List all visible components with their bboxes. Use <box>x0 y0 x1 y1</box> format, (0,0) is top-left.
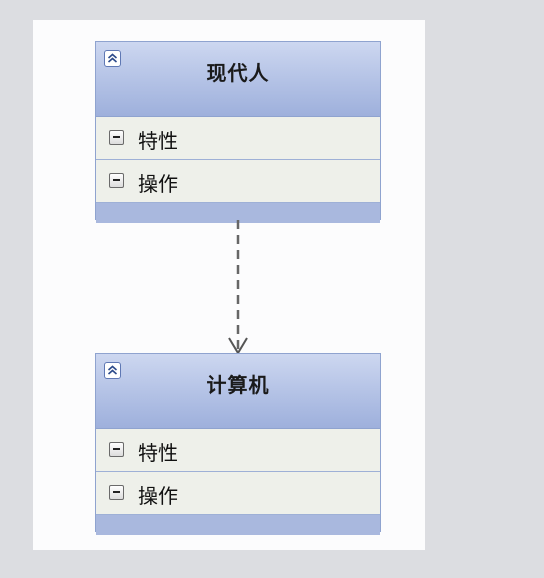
section-operations[interactable]: 操作 <box>96 160 380 203</box>
section-label: 特性 <box>138 441 178 465</box>
collapse-minus-icon[interactable] <box>109 442 124 457</box>
section-label: 操作 <box>138 172 178 196</box>
class-header: 计算机 <box>96 354 380 429</box>
section-attributes[interactable]: 特性 <box>96 429 380 472</box>
class-box-modern-person[interactable]: 现代人 特性 操作 <box>95 41 381 223</box>
chevron-double-up-icon[interactable] <box>104 50 121 67</box>
diagram-canvas: 现代人 特性 操作 计算机 特性 <box>33 20 425 550</box>
class-box-computer[interactable]: 计算机 特性 操作 <box>95 353 381 535</box>
class-footer <box>96 515 380 535</box>
collapse-minus-icon[interactable] <box>109 130 124 145</box>
collapse-minus-icon[interactable] <box>109 173 124 188</box>
section-operations[interactable]: 操作 <box>96 472 380 515</box>
section-label: 特性 <box>138 129 178 153</box>
section-label: 操作 <box>138 484 178 508</box>
class-header: 现代人 <box>96 42 380 117</box>
collapse-minus-icon[interactable] <box>109 485 124 500</box>
class-footer <box>96 203 380 223</box>
section-attributes[interactable]: 特性 <box>96 117 380 160</box>
class-name: 现代人 <box>206 61 270 85</box>
class-name: 计算机 <box>206 373 270 397</box>
chevron-double-up-icon[interactable] <box>104 362 121 379</box>
